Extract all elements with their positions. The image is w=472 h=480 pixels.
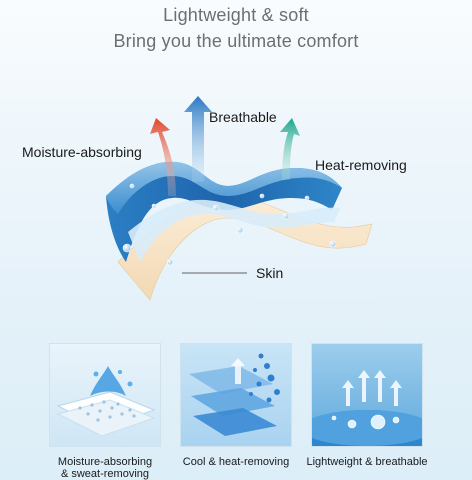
rising-bubbles-icon: [249, 353, 280, 403]
lightweight-breathable-panel: [311, 343, 423, 447]
upward-arrows-icon: [342, 370, 402, 406]
breathable-label: Breathable: [209, 109, 277, 125]
fabric-sheet-icon: [189, 366, 273, 394]
skin-label: Skin: [256, 265, 284, 281]
outer-fabric-layer: [106, 161, 342, 262]
headline-title: Lightweight & soft: [163, 5, 309, 25]
moisture-absorbing-label: Moisture-absorbing: [22, 144, 142, 160]
droplets-icon: [331, 414, 400, 430]
breathable-arrow-icon: [184, 96, 212, 182]
heat-arrow-icon: [280, 118, 300, 180]
water-droplets: [122, 183, 337, 266]
cool-heat-removing-caption: Cool & heat-removing: [182, 456, 290, 468]
fabric-layers-illustration: [106, 96, 373, 301]
lightweight-breathable-caption: Lightweight & breathable: [306, 456, 428, 468]
heat-removing-label: Heat-removing: [315, 157, 407, 173]
water-splash-icon: [90, 366, 126, 396]
cool-heat-removing-panel: [180, 343, 292, 447]
moisture-arrow-icon: [150, 118, 176, 196]
headline-subtitle: Bring you the ultimate comfort: [113, 31, 359, 51]
moisture-absorbing-panel: [49, 343, 161, 447]
moisture-absorbing-caption: Moisture-absorbing & sweat-removing: [57, 456, 153, 480]
